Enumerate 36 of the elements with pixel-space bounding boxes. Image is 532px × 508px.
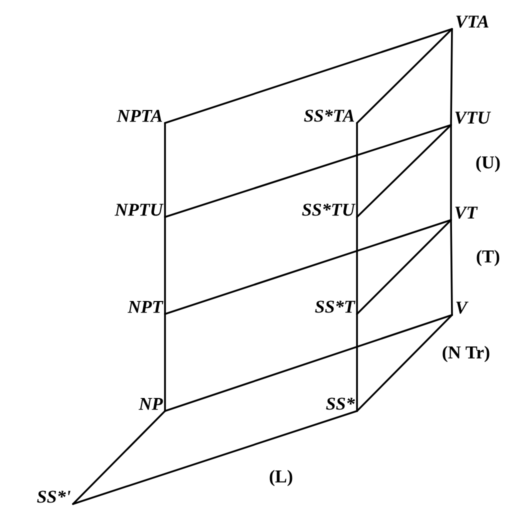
line bbox=[72, 410, 166, 505]
vertex-label: SS*TA bbox=[304, 110, 354, 122]
line bbox=[164, 219, 452, 315]
line bbox=[356, 28, 453, 124]
line bbox=[356, 122, 358, 218]
vertex-label: NPTU bbox=[114, 204, 164, 216]
vertex-label: SS* bbox=[326, 398, 355, 410]
vertex-label: V bbox=[456, 302, 468, 314]
vertex-label: SS*TU bbox=[302, 204, 356, 216]
vertex-label: NP bbox=[138, 398, 163, 410]
part-label: (U) bbox=[476, 156, 500, 172]
line bbox=[164, 28, 453, 124]
vertex-label: NPT bbox=[128, 301, 164, 313]
vertex-label: VT bbox=[455, 206, 478, 219]
line bbox=[164, 122, 166, 218]
part-label: (L) bbox=[270, 470, 292, 486]
line bbox=[356, 314, 453, 412]
line bbox=[356, 124, 452, 218]
line bbox=[450, 124, 452, 221]
vertex-label: VTU bbox=[455, 112, 491, 124]
line bbox=[164, 216, 166, 315]
line bbox=[72, 410, 358, 505]
line bbox=[356, 313, 358, 412]
line bbox=[164, 124, 452, 218]
vertex-label: SS*T bbox=[315, 300, 356, 313]
line bbox=[356, 216, 358, 315]
line bbox=[356, 219, 452, 315]
line bbox=[450, 28, 453, 126]
line bbox=[164, 314, 453, 412]
part-label: (T) bbox=[476, 250, 500, 266]
vertex-label: NPTA bbox=[116, 110, 162, 122]
vertex-label: VTA bbox=[456, 16, 488, 28]
line bbox=[164, 313, 166, 412]
vertex-label: SS*' bbox=[37, 490, 70, 503]
line bbox=[450, 219, 453, 316]
part-label: (N Tr) bbox=[442, 346, 490, 362]
